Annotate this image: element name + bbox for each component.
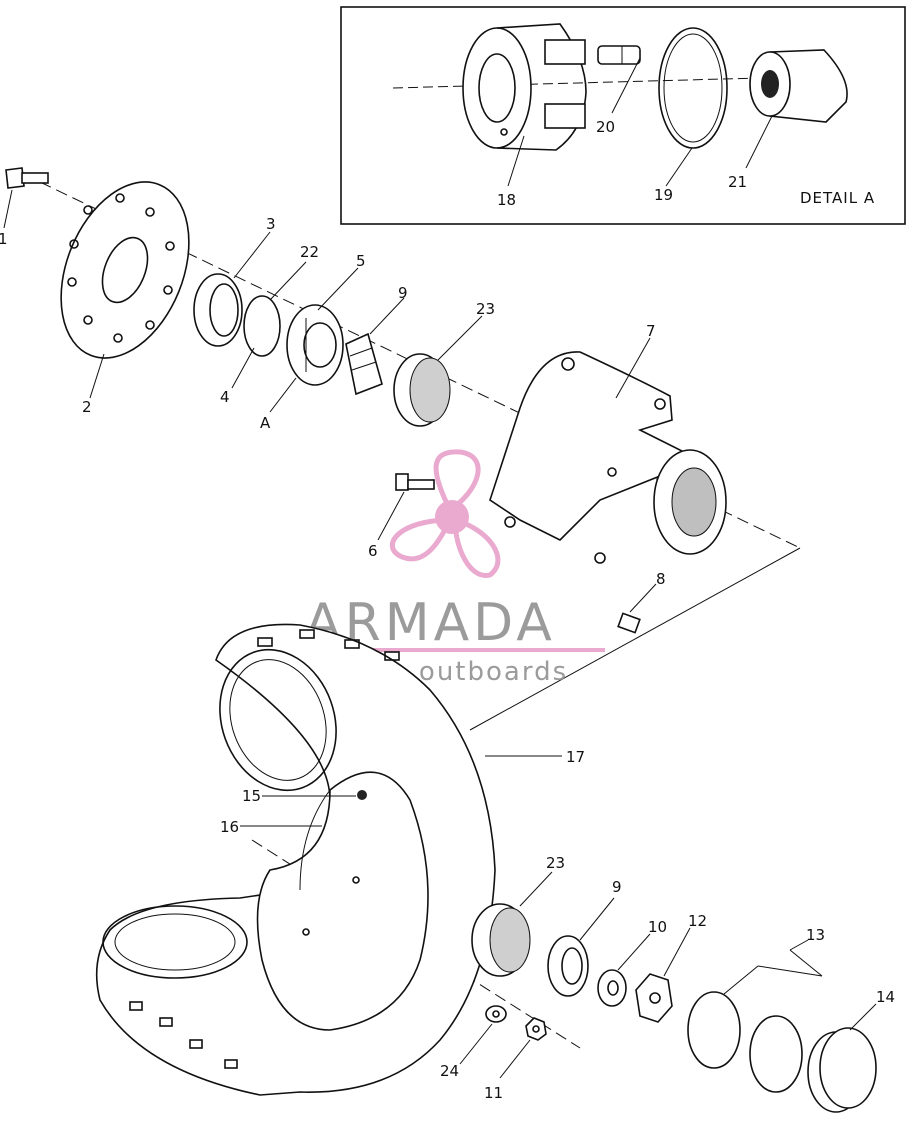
part-6-bolt <box>395 473 435 491</box>
label-part-15: 15 <box>242 787 261 805</box>
part-23-race-lower <box>471 903 531 977</box>
label-part-17: 17 <box>566 748 585 766</box>
label-part-18: 18 <box>497 191 516 209</box>
label-part-23-upper: 23 <box>476 300 495 318</box>
label-part-7: 7 <box>646 322 656 340</box>
part-9-bearing-upper <box>345 332 383 396</box>
label-part-3: 3 <box>266 215 276 233</box>
part-13-o-ring-a <box>687 991 741 1069</box>
detail-a-title: DETAIL A <box>800 189 875 207</box>
label-part-21: 21 <box>728 173 747 191</box>
label-part-2: 2 <box>82 398 92 416</box>
part-20-pin <box>597 45 641 65</box>
label-part-24: 24 <box>440 1062 459 1080</box>
label-part-11: 11 <box>484 1084 503 1102</box>
label-part-10: 10 <box>648 918 667 936</box>
part-8-set-screw <box>617 612 641 634</box>
part-9-bearing-lower <box>547 935 589 997</box>
label-part-19: 19 <box>654 186 673 204</box>
part-12-castle-nut <box>635 973 673 1023</box>
part-21-knob <box>749 49 848 123</box>
propeller-logo-icon <box>389 449 501 578</box>
part-19-o-ring <box>658 27 728 149</box>
callout-detail-a: A <box>260 414 271 432</box>
label-part-14: 14 <box>876 988 895 1006</box>
part-14-dust-cap <box>807 1027 877 1113</box>
part-1-bolt <box>5 167 49 189</box>
part-23-race-upper <box>393 353 451 427</box>
label-part-6: 6 <box>368 542 378 560</box>
part-17-tire <box>95 623 496 1096</box>
label-part-13: 13 <box>806 926 825 944</box>
part-3-seal <box>193 273 243 347</box>
label-part-8: 8 <box>656 570 666 588</box>
part-11-nut <box>525 1017 547 1041</box>
part-22-ring <box>243 295 281 357</box>
part-10-washer <box>597 969 627 1007</box>
part-2-brake-disc <box>60 181 190 359</box>
part-7-hub-housing <box>489 351 727 564</box>
label-part-22: 22 <box>300 243 319 261</box>
detail-a-panel: 18 20 19 21 DETAIL A <box>340 6 906 225</box>
label-part-16: 16 <box>220 818 239 836</box>
label-part-9-lower: 9 <box>612 878 622 896</box>
label-part-20: 20 <box>596 118 615 136</box>
label-part-4: 4 <box>220 388 230 406</box>
label-part-23-lower: 23 <box>546 854 565 872</box>
part-15-valve <box>357 790 367 800</box>
label-part-12: 12 <box>688 912 707 930</box>
part-24-nut <box>485 1005 507 1023</box>
part-18-coupler <box>462 23 587 151</box>
label-part-9-upper: 9 <box>398 284 408 302</box>
part-13-o-ring-b <box>749 1015 803 1093</box>
part-5-coupler <box>286 304 344 386</box>
label-part-1: 1 <box>0 230 8 248</box>
label-part-5: 5 <box>356 252 366 270</box>
rim <box>256 771 429 1031</box>
